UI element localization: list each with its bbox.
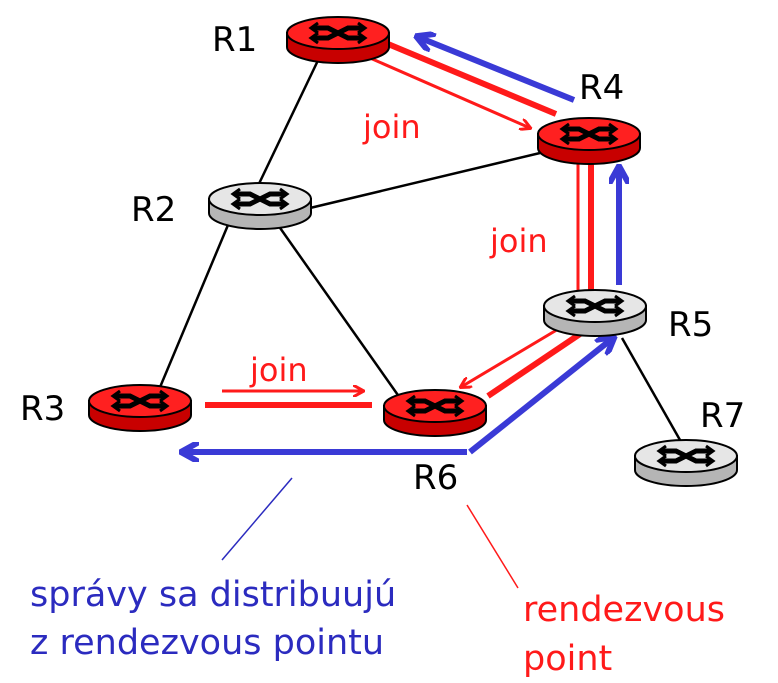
- distribution-paths: [183, 37, 619, 452]
- join-path-r5-r6: [461, 323, 566, 387]
- router-label-r6: R6: [413, 458, 458, 498]
- router-label-r7: R7: [700, 396, 745, 436]
- rendezvous-note-line1: rendezvous: [523, 590, 725, 630]
- router-r1: [287, 17, 389, 63]
- join-paths: [205, 41, 594, 408]
- rpf-path-r1-r4-thick: [386, 41, 558, 117]
- router-label-r3: R3: [20, 389, 65, 429]
- distribution-note-line1: správy sa distribuujú: [30, 575, 396, 615]
- router-r6: [384, 390, 486, 436]
- distribution-pointer-line: [221, 477, 293, 561]
- join-path-r1-r4: [369, 56, 530, 128]
- link-r5-r7: [620, 337, 682, 441]
- flow-arrow-r4-r1: [418, 37, 576, 103]
- rendezvous-pointer-line: [466, 504, 519, 589]
- flow-arrow-r6-r5: [468, 338, 613, 455]
- link-r2-r3: [156, 224, 230, 393]
- router-r3: [89, 385, 191, 431]
- router-r7: [635, 440, 737, 486]
- router-r5: [544, 290, 646, 336]
- link-r1-r2: [254, 51, 324, 191]
- join-label-r3-r6: join: [249, 351, 308, 389]
- router-label-r2: R2: [131, 190, 176, 230]
- link-r2-r6: [276, 224, 402, 399]
- router-r4: [538, 118, 640, 164]
- join-label-r4-r5: join: [489, 222, 548, 260]
- router-label-r1: R1: [212, 20, 257, 60]
- topology-links: [156, 51, 682, 441]
- router-label-r5: R5: [668, 305, 713, 345]
- join-label-r1-r4: join: [362, 108, 421, 146]
- distribution-note-line2: z rendezvous pointu: [30, 623, 384, 663]
- link-r2-r4: [309, 151, 541, 210]
- router-label-r4: R4: [579, 68, 624, 108]
- rendezvous-note-line2: point: [523, 639, 612, 679]
- rpf-path-r5-r6-thick: [486, 331, 582, 399]
- router-r2: [209, 183, 311, 229]
